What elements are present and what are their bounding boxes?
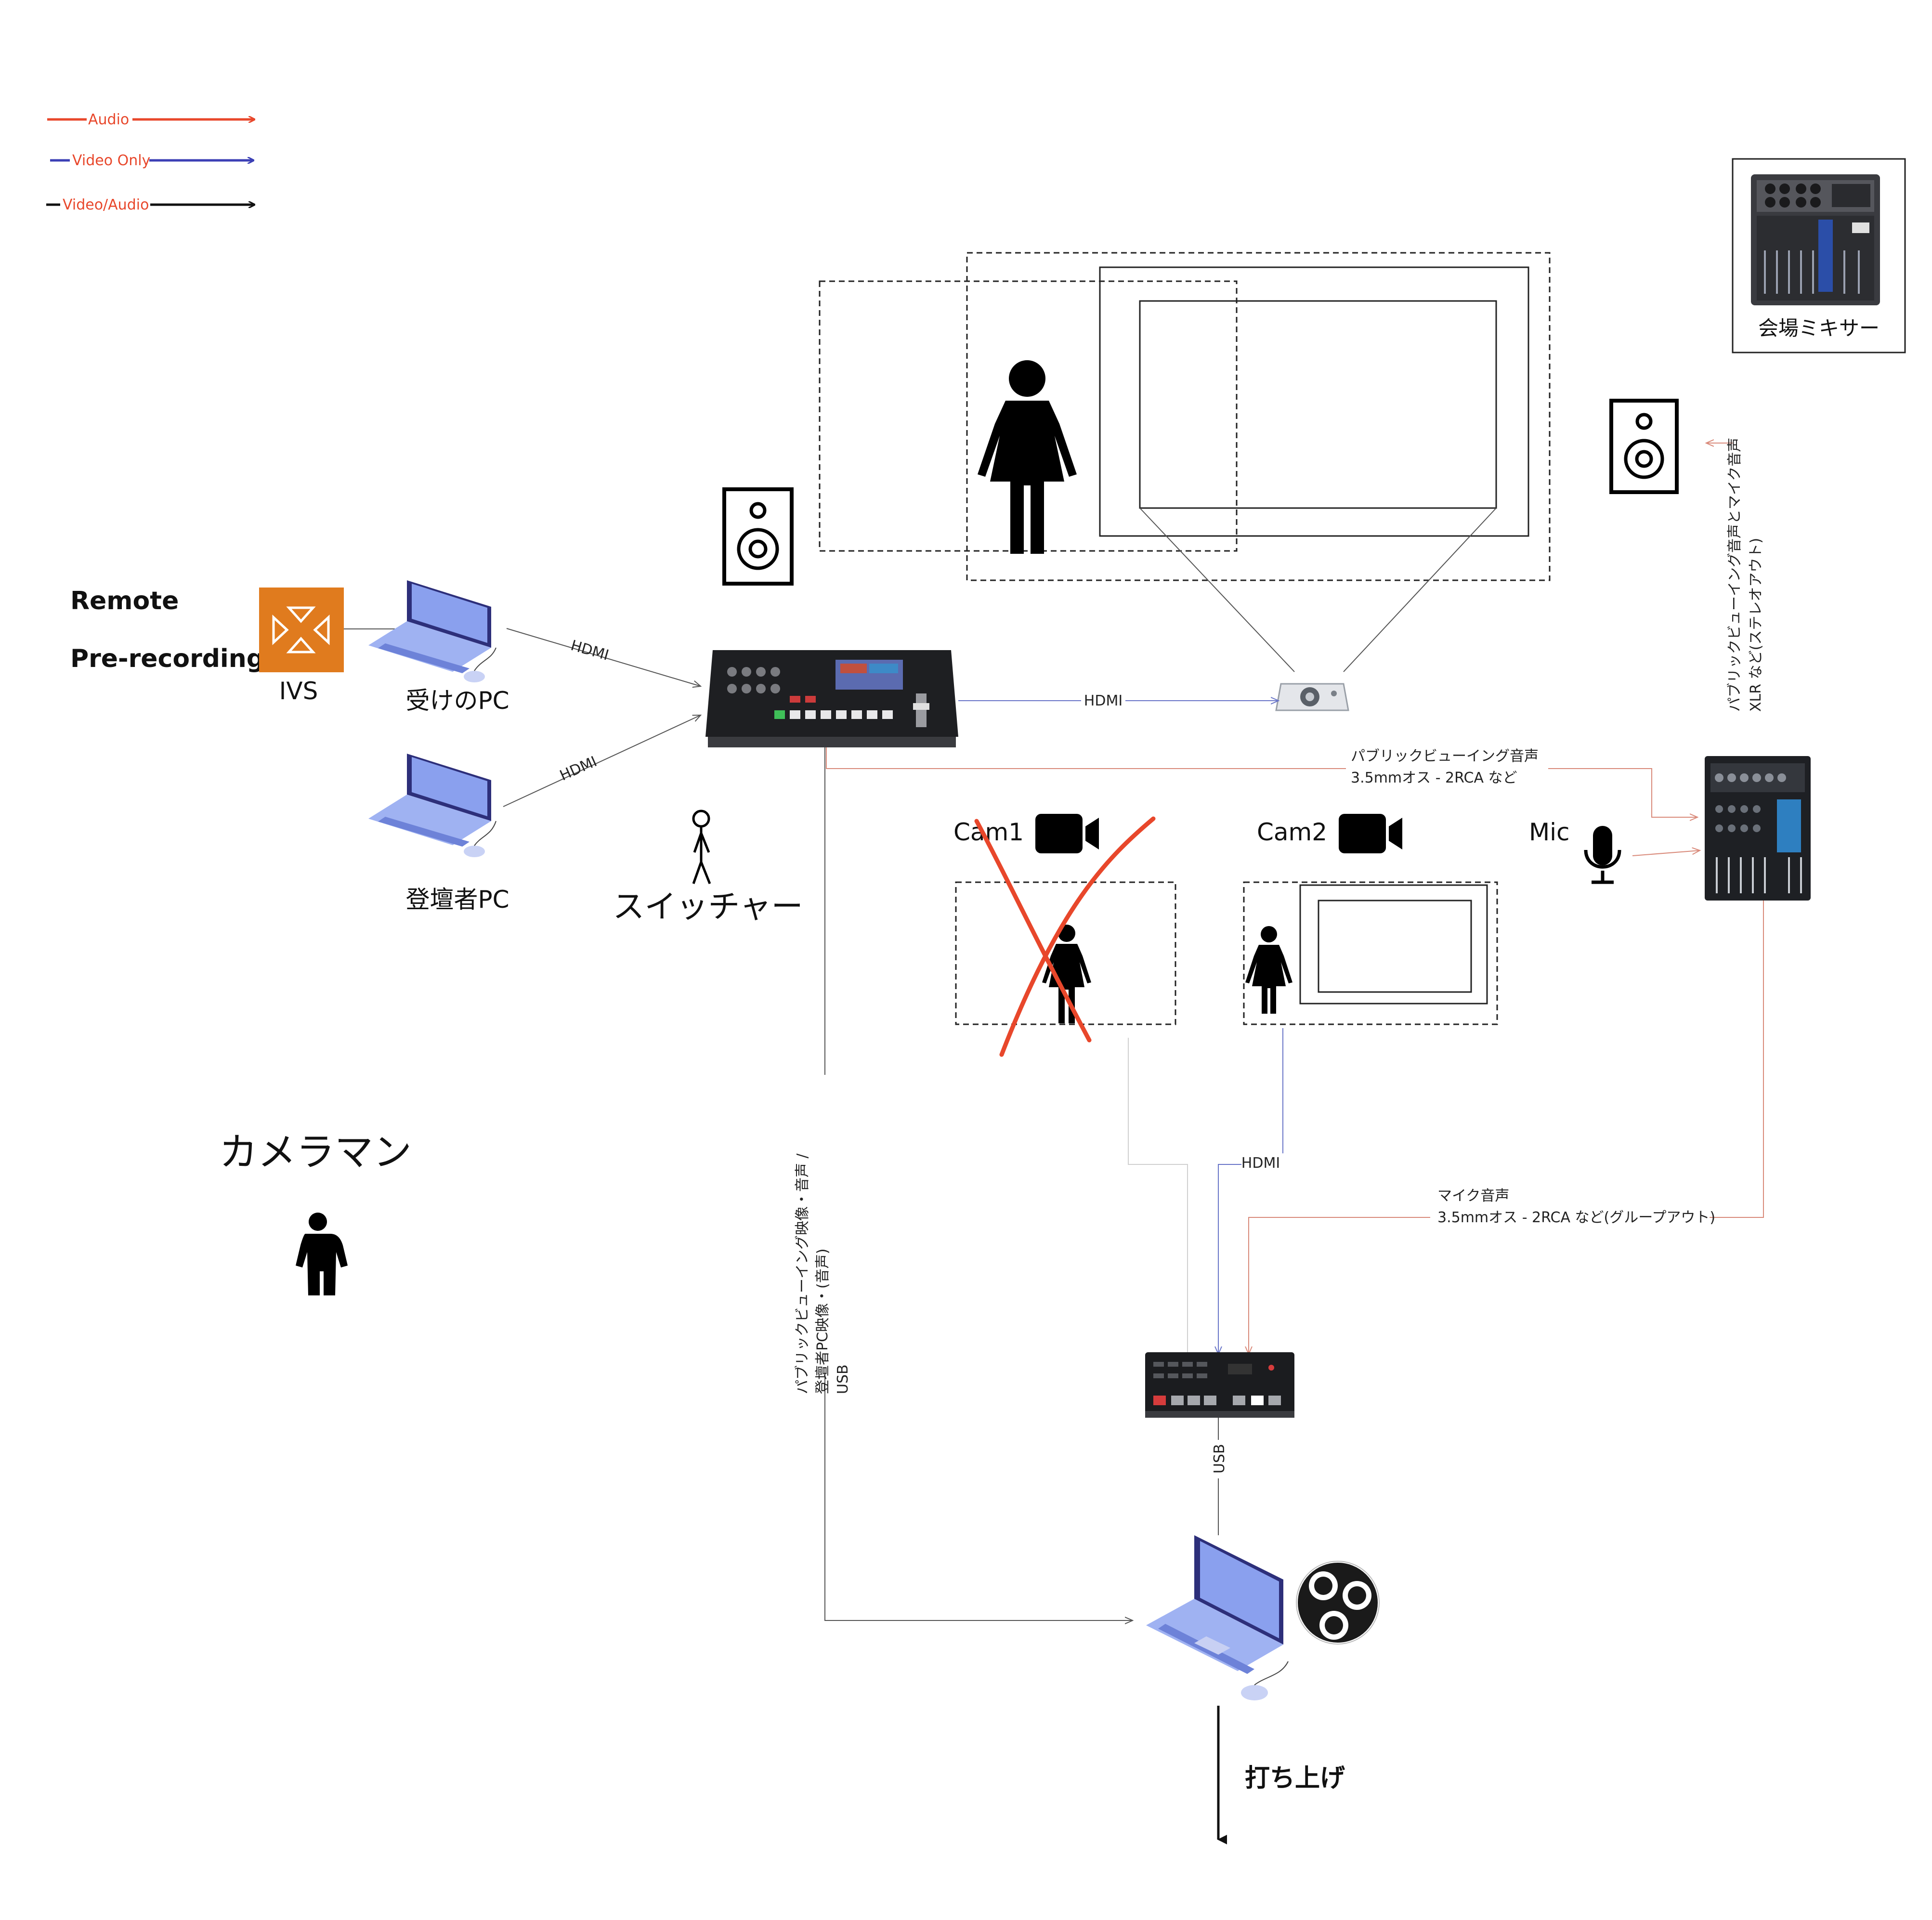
- usb-vertical-label-3: USB: [835, 1364, 851, 1394]
- cam1-signal-line: [1128, 1038, 1188, 1353]
- hdmi-label-2: HDMI: [557, 753, 600, 784]
- ivs-label: IVS: [279, 677, 318, 705]
- launch-label: 打ち上げ: [1245, 1764, 1345, 1793]
- cameraman-label: カメラマン: [219, 1130, 412, 1175]
- stage-dashed-right: [966, 252, 1551, 581]
- mic-audio-label-1: マイク音声: [1437, 1188, 1509, 1204]
- receiving-pc-laptop-icon: [368, 580, 496, 682]
- legend-video-only: Video Only: [50, 152, 253, 169]
- hdmi-projector-label-bg: [1081, 691, 1125, 710]
- projector-beam-right: [1343, 508, 1497, 672]
- projector-beam-left: [1139, 508, 1295, 672]
- speaker-pc-label: 登壇者PC: [405, 886, 509, 914]
- switcher-label: スイッチャー: [613, 888, 803, 925]
- screen-outer: [1099, 266, 1529, 537]
- pre-recording-label: Pre-recording: [70, 644, 264, 673]
- cam1-subject-woman-icon: [1042, 925, 1091, 1023]
- mic-label: Mic: [1529, 818, 1570, 846]
- video-switcher-device: [705, 650, 958, 747]
- mixer-out-label-2: XLR など(ステレオアウト): [1748, 538, 1764, 712]
- cam2-screen-outer: [1299, 884, 1488, 1005]
- legend-video-audio: Video/Audio: [46, 196, 254, 213]
- cam2-video-camera-icon: [1339, 814, 1402, 853]
- venue-mixer-label: 会場ミキサー: [1758, 316, 1880, 340]
- receiving-pc-label: 受けのPC: [405, 687, 509, 715]
- mic-audio-label-2: 3.5mmオス - 2RCA など(グループアウト): [1437, 1209, 1715, 1226]
- mic-audio-label-bg: [1430, 1182, 1710, 1230]
- presenter-woman-icon: [978, 360, 1077, 554]
- pv-audio-label-bg: [1346, 744, 1548, 792]
- stage-speaker-right-icon: [1609, 399, 1679, 494]
- audio-mixer-device: [1705, 756, 1811, 901]
- pv-audio-line: [826, 747, 1697, 817]
- pv-audio-label-2: 3.5mmオス - 2RCA など: [1351, 770, 1517, 786]
- legend-video-audio-label: Video/Audio: [63, 196, 149, 213]
- legend: Audio Video Only Video/Audio: [46, 111, 254, 213]
- cam2-hdmi-line: [1218, 1028, 1283, 1354]
- venue-mixer-image: [1751, 174, 1880, 305]
- stage-area: [819, 252, 1551, 672]
- stage-dashed-left: [819, 280, 1238, 552]
- screen-inner: [1139, 300, 1497, 509]
- mixer-out-label-1: パブリックビューイング音声とマイク音声: [1726, 438, 1743, 712]
- usb-vertical-label-1: パブリックビューイング映像・音声 /: [794, 1153, 811, 1394]
- hdmi-speaker-to-switcher: [503, 715, 701, 807]
- cameraman-person-icon: [296, 1213, 348, 1295]
- cam2-shot-frame: [1243, 881, 1498, 1025]
- atem-mini-device: [1145, 1352, 1294, 1418]
- streaming-laptop-icon: [1146, 1535, 1289, 1700]
- hdmi-receiving-to-switcher: [506, 628, 701, 686]
- legend-audio-label: Audio: [88, 111, 129, 128]
- hdmi-cam2-label-bg: [1241, 1153, 1285, 1173]
- usb-switcher-to-laptop-line: [824, 1372, 1133, 1620]
- cam2-subject-woman-icon: [1245, 926, 1292, 1014]
- pv-audio-label: パブリックビューイング音声: [1351, 748, 1539, 765]
- legend-video-only-label: Video Only: [72, 152, 150, 169]
- cam1-video-camera-icon: [1035, 814, 1099, 853]
- microphone-icon: [1584, 826, 1621, 884]
- stage-speaker-left-icon: [722, 487, 794, 586]
- mic-to-mixer-line: [1632, 850, 1700, 856]
- ivs-icon: [259, 588, 344, 672]
- hdmi-projector-label: HDMI: [1084, 692, 1123, 709]
- legend-audio: Audio: [47, 111, 254, 128]
- usb-atem-label-bg: [1209, 1440, 1228, 1478]
- projector-icon: [1275, 683, 1349, 711]
- hdmi-cam2-label: HDMI: [1241, 1155, 1280, 1172]
- cam1-shot-frame: [955, 881, 1176, 1025]
- usb-atem-label: USB: [1211, 1444, 1228, 1474]
- cam1-cross-out-mark: [974, 816, 1156, 1057]
- usb-vertical-label-2: 登壇者PC映像・(音声): [814, 1249, 831, 1394]
- hdmi-label-1: HDMI: [569, 637, 611, 664]
- cam2-label: Cam2: [1257, 818, 1327, 846]
- venue-mixer-box: 会場ミキサー: [1732, 158, 1906, 353]
- obs-logo-icon: [1295, 1560, 1381, 1646]
- switcher-operator-icon: [692, 810, 711, 884]
- speaker-pc-laptop-icon: [368, 754, 496, 857]
- remote-label: Remote: [70, 587, 179, 615]
- mic-audio-line: [1249, 901, 1764, 1354]
- cam2-screen-inner: [1318, 900, 1472, 993]
